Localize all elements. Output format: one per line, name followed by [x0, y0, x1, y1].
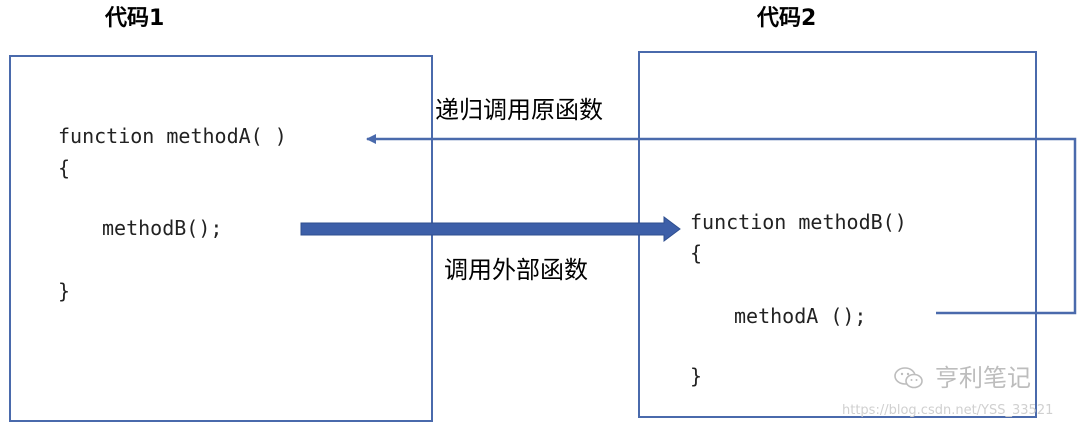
code1-title: 代码1 [105, 6, 165, 31]
code1-line-function: function methodA( ) [58, 124, 287, 148]
code1-line-close-brace: } [58, 279, 71, 303]
code2-line-function: function methodB() [690, 210, 907, 234]
watermark-name: 亨利笔记 [935, 364, 1031, 392]
recursive-call-label: 递归调用原函数 [435, 96, 603, 124]
code2-line-call: methodA (); [734, 304, 867, 328]
watermark-url: https://blog.csdn.net/YSS_33521 [842, 403, 1054, 418]
code1-line-call: methodB(); [102, 216, 223, 240]
code2-title: 代码2 [757, 6, 817, 31]
code2-box [638, 51, 1037, 418]
code1-line-open-brace: { [58, 156, 71, 180]
code2-line-close-brace: } [690, 364, 703, 388]
code2-line-open-brace: { [690, 241, 703, 265]
external-call-label: 调用外部函数 [444, 256, 588, 284]
wechat-icon [894, 367, 923, 389]
